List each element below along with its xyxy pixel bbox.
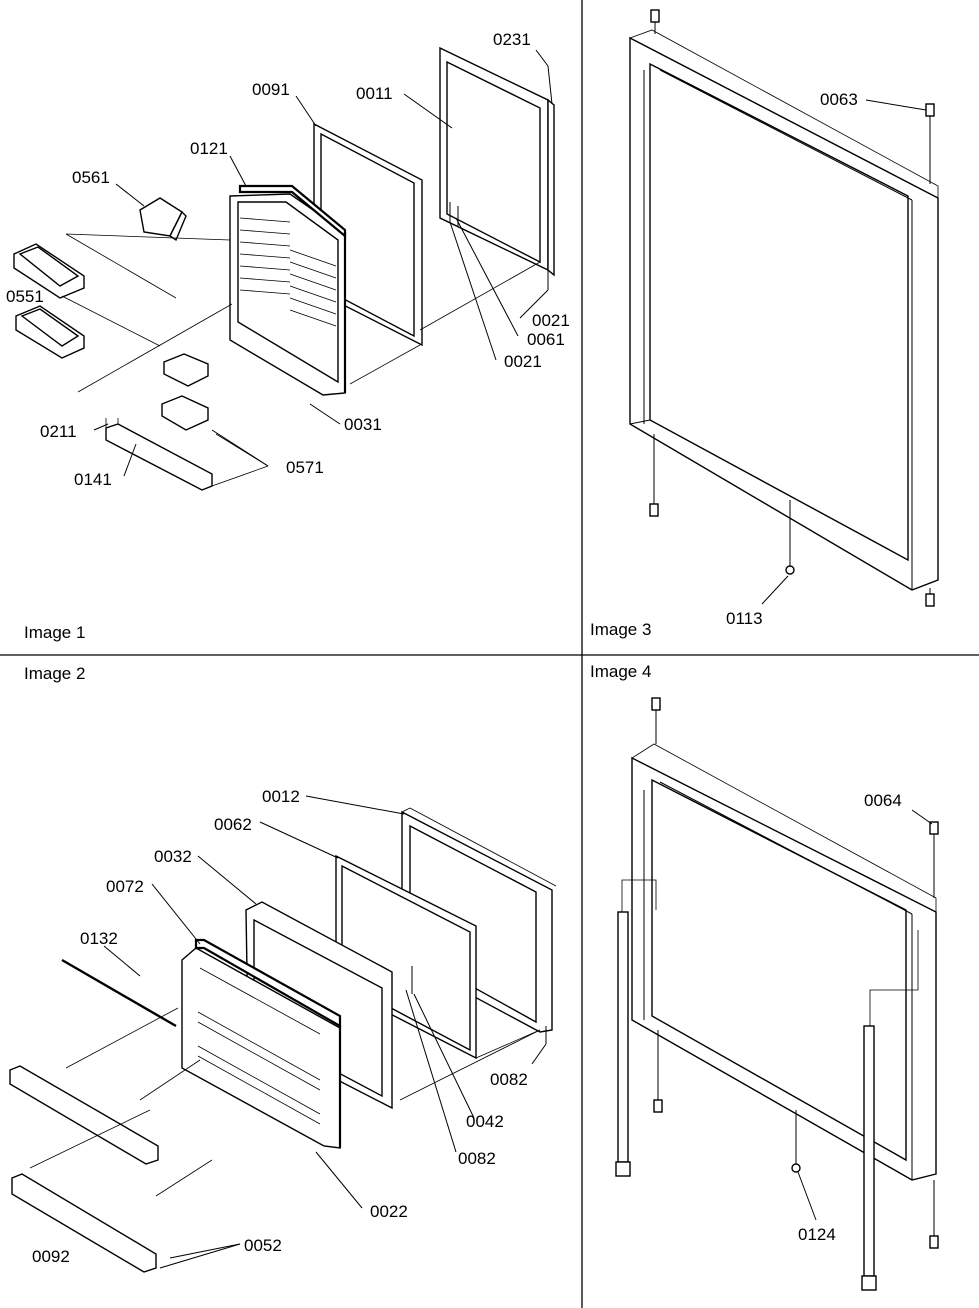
label-0571: 0571: [286, 458, 324, 477]
door-frame-image-3: [629, 29, 939, 591]
label-0072: 0072: [106, 877, 144, 896]
screw-0231: [547, 65, 553, 105]
label-0211: 0211: [40, 422, 77, 441]
shelf-bar-0141: [105, 418, 213, 491]
label-0011: 0011: [356, 84, 393, 103]
label-0561: 0561: [72, 168, 110, 187]
small-bin-0571: [161, 353, 209, 431]
inner-door-0072: [181, 938, 342, 1149]
door-frame-image-4: [631, 743, 937, 1181]
door-bin-0092: [9, 1065, 159, 1273]
label-0124: 0124: [798, 1225, 836, 1244]
label-0012: 0012: [262, 787, 300, 806]
image-4-panel: 0064 0124 Image 4: [590, 662, 939, 1291]
caption-image-1: Image 1: [24, 623, 85, 642]
caption-image-4: Image 4: [590, 662, 651, 681]
label-0021-a: 0021: [532, 311, 570, 330]
label-0031: 0031: [344, 415, 382, 434]
screws-image-4: [651, 697, 939, 1249]
label-0092: 0092: [32, 1247, 70, 1266]
leader-0113: [761, 575, 789, 605]
shelf-grid-image-2: [197, 967, 321, 1125]
leader-0124: [797, 1171, 817, 1221]
label-0052: 0052: [244, 1236, 282, 1255]
label-0082-a: 0082: [490, 1070, 528, 1089]
label-0113: 0113: [726, 609, 763, 628]
label-0042: 0042: [466, 1112, 504, 1131]
door-bin-0551: [13, 243, 85, 359]
hinge-rods-image-4: [615, 879, 919, 1291]
label-0062: 0062: [214, 815, 252, 834]
leader-lines-image-1: [61, 49, 549, 487]
label-0551: 0551: [6, 287, 44, 306]
image-3-panel: 0063 0113 Image 3: [590, 9, 939, 639]
label-0132: 0132: [80, 929, 118, 948]
label-0121: 0121: [190, 139, 228, 158]
leader-0064: [911, 809, 933, 825]
caption-image-3: Image 3: [590, 620, 651, 639]
shelf-grid: [239, 217, 337, 327]
screws-image-3: [649, 9, 935, 607]
label-0231: 0231: [493, 30, 531, 49]
inner-liner-0121: [229, 184, 347, 396]
leader-0063: [865, 99, 927, 111]
label-0021-b: 0021: [504, 352, 542, 371]
label-0082-b: 0082: [458, 1149, 496, 1168]
caption-image-2: Image 2: [24, 664, 85, 683]
label-0141: 0141: [74, 470, 112, 489]
label-0032: 0032: [154, 847, 192, 866]
rod-0132: [61, 958, 177, 1028]
label-0063: 0063: [820, 90, 858, 109]
label-0091: 0091: [252, 80, 290, 99]
dairy-cover-0561: [139, 197, 187, 242]
label-0022: 0022: [370, 1202, 408, 1221]
label-0061: 0061: [527, 330, 565, 349]
leader-lines-image-2: [29, 795, 547, 1269]
door-panel-0011: [439, 46, 555, 277]
image-1-panel: 0231 0011 0091 0121 0561 0551 0021 0061 …: [6, 30, 570, 642]
label-0064: 0064: [864, 791, 902, 810]
image-2-panel: 0012 0062 0032 0072 0132 0082 0042 0082 …: [9, 664, 557, 1273]
